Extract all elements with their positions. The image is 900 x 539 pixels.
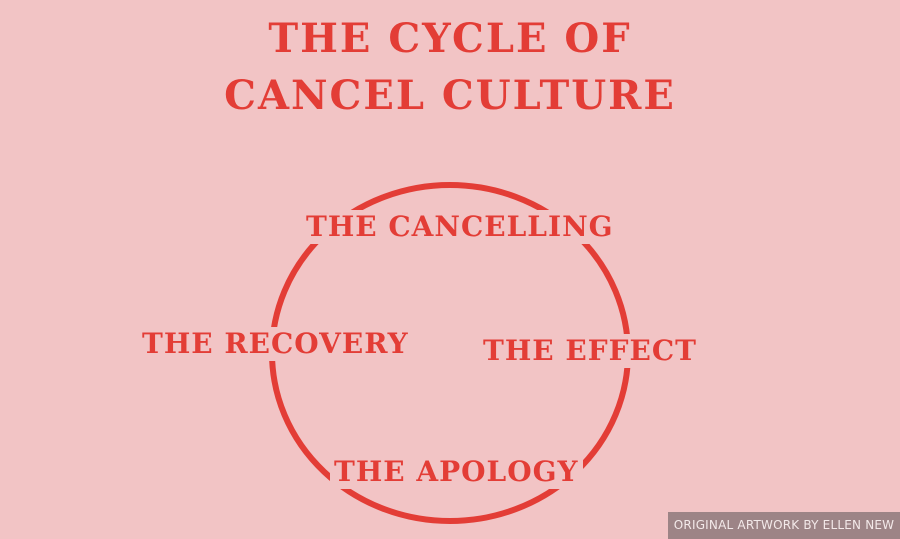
artwork-credit: ORIGINAL ARTWORK BY ELLEN NEW	[668, 512, 900, 539]
title-line-2: CANCEL CULTURE	[224, 72, 676, 119]
stage-effect: THE EFFECT	[479, 334, 701, 368]
stage-recovery: THE RECOVERY	[138, 327, 413, 361]
stage-apology: THE APOLOGY	[330, 455, 583, 489]
stage-cancelling: THE CANCELLING	[302, 210, 618, 244]
title-line-1: THE CYCLE OF	[268, 15, 632, 62]
